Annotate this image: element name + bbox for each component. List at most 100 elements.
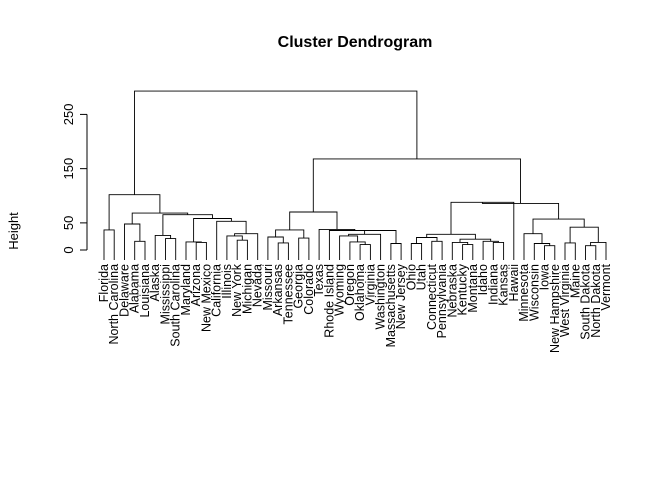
leaf-label: Virginia xyxy=(363,264,377,306)
leaf-label: Rhode Island xyxy=(322,264,336,338)
merge-link xyxy=(523,233,543,260)
leaf-label: Georgia xyxy=(292,264,306,309)
leaf-label: Colorado xyxy=(302,264,316,315)
y-tick-label: 50 xyxy=(61,216,76,230)
leaf-label: New Mexico xyxy=(199,264,213,332)
leaf-label: South Carolina xyxy=(169,264,183,347)
merge-link xyxy=(450,201,515,260)
merge-link xyxy=(289,211,338,230)
merge-link xyxy=(234,233,259,260)
chart-title: Cluster Dendrogram xyxy=(278,34,433,51)
leaf-label: Delaware xyxy=(118,264,132,317)
leaf-label: Nebraska xyxy=(445,264,459,318)
leaf-label: Kentucky xyxy=(456,263,470,315)
y-tick-label: 250 xyxy=(61,104,76,126)
leaf-label: Wyoming xyxy=(333,264,347,316)
merge-link xyxy=(185,241,202,260)
merge-link xyxy=(564,242,576,260)
leaf-label: Missouri xyxy=(261,264,275,311)
merge-link xyxy=(492,241,505,260)
merge-link xyxy=(390,243,402,260)
merge-link xyxy=(124,223,141,260)
leaf-label: North Carolina xyxy=(107,264,121,345)
merge-link xyxy=(236,239,248,260)
merge-link xyxy=(162,214,213,236)
leaf-label: Nevada xyxy=(251,264,265,307)
merge-link xyxy=(569,226,599,243)
leaf-label: New Hampshire xyxy=(548,264,562,353)
leaf-label: Indiana xyxy=(486,264,500,305)
leaf-label: Wisconsin xyxy=(527,264,541,321)
leaf-label: Idaho xyxy=(476,264,490,295)
dendrogram-links xyxy=(103,90,607,260)
y-tick-label: 150 xyxy=(61,158,76,180)
merge-link xyxy=(165,238,177,260)
merge-link xyxy=(416,237,438,244)
leaf-label: Maine xyxy=(568,264,582,298)
y-axis-label: Height xyxy=(6,212,21,250)
leaf-label: Florida xyxy=(97,264,111,302)
leaf-label: Arizona xyxy=(189,264,203,306)
leaf-label: New Jersey xyxy=(394,263,408,329)
merge-link xyxy=(410,243,423,260)
leaf-label: Mississippi xyxy=(159,264,173,324)
leaf-label: Illinois xyxy=(220,264,234,299)
leaf-label: Maryland xyxy=(179,264,193,315)
merge-link xyxy=(312,158,521,212)
merge-link xyxy=(481,202,560,220)
merge-link xyxy=(328,230,381,260)
leaf-label: New York xyxy=(230,263,244,317)
leaf-label: Hawaii xyxy=(507,264,521,302)
y-tick-label: 0 xyxy=(61,246,76,253)
y-axis: 0 50 150 250 xyxy=(61,104,88,254)
merge-link xyxy=(532,218,585,234)
merge-link xyxy=(267,236,284,260)
leaf-label: Ohio xyxy=(404,264,418,290)
leaf-label: Vermont xyxy=(599,263,613,310)
merge-link xyxy=(193,218,232,242)
leaf-label: Iowa xyxy=(538,264,552,290)
leaf-label: West Virginia xyxy=(558,264,572,337)
leaf-label: Massachusetts xyxy=(384,264,398,347)
leaf-label: Kansas xyxy=(497,264,511,306)
leaf-label: Montana xyxy=(466,264,480,313)
merge-link xyxy=(590,241,607,260)
merge-link xyxy=(154,234,172,260)
merge-link xyxy=(459,238,492,243)
merge-link xyxy=(426,233,476,240)
leaf-label: Utah xyxy=(415,264,429,290)
leaf-label: Pennsylvania xyxy=(435,264,449,338)
merge-link xyxy=(348,233,382,260)
leaf-label: Alabama xyxy=(128,264,142,313)
merge-link xyxy=(544,245,556,260)
leaf-label: Connecticut xyxy=(425,263,439,330)
leaf-label: Oregon xyxy=(343,264,357,306)
merge-link xyxy=(462,244,474,260)
leaf-label: Arkansas xyxy=(271,264,285,316)
merge-link xyxy=(482,240,499,260)
leaf-label: South Dakota xyxy=(579,264,593,340)
leaf-label: Louisiana xyxy=(138,264,152,318)
merge-link xyxy=(277,242,289,260)
merge-link xyxy=(298,237,310,260)
merge-link xyxy=(134,90,418,195)
merge-link xyxy=(585,245,597,260)
leaf-label: Michigan xyxy=(240,264,254,314)
merge-link xyxy=(431,240,443,260)
leaf-label: North Dakota xyxy=(589,264,603,338)
leaf-label: Tennessee xyxy=(281,264,295,325)
merge-link xyxy=(108,194,161,230)
leaf-label: Minnesota xyxy=(517,264,531,322)
leaf-label: California xyxy=(210,264,224,317)
merge-link xyxy=(103,229,115,260)
leaf-label: Washington xyxy=(374,264,388,330)
merge-link xyxy=(226,235,243,260)
leaf-label: Oklahoma xyxy=(353,264,367,321)
leaf-label: Texas xyxy=(312,264,326,297)
leaf-label: Alaska xyxy=(148,264,162,302)
merge-link xyxy=(359,244,371,260)
merge-link xyxy=(195,241,207,260)
merge-link xyxy=(339,235,359,260)
